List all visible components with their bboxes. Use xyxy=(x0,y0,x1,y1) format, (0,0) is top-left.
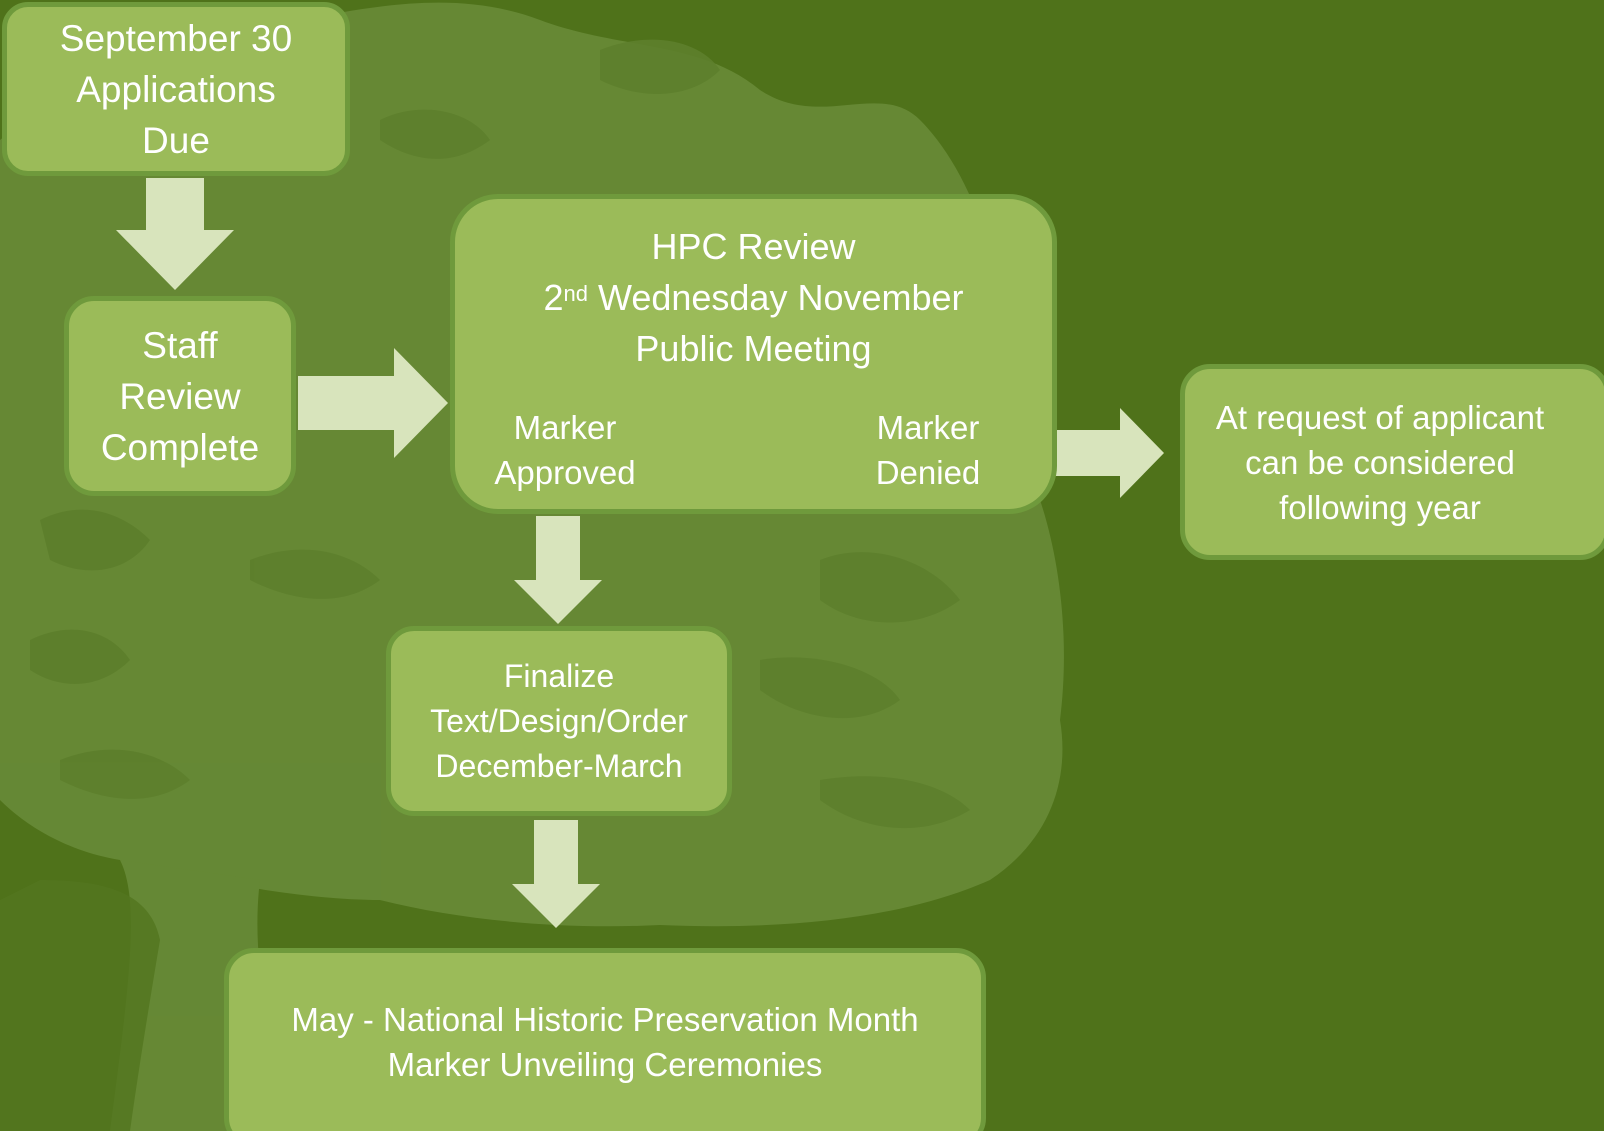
unveiling-line-1: May - National Historic Preservation Mon… xyxy=(291,1001,919,1038)
marker-approved-line-1: Marker xyxy=(513,409,617,446)
finalize-box: Finalize Text/Design/Order December-Marc… xyxy=(386,626,732,816)
hpc-review-title: HPC Review xyxy=(651,226,856,267)
staff-review-box: Staff Review Complete xyxy=(64,296,296,496)
following-year-line-1: At request of applicant xyxy=(1215,398,1545,436)
applications-due-line-3: Due xyxy=(142,119,210,161)
marker-denied-label: Marker Denied xyxy=(858,405,998,495)
unveiling-line-2: Marker Unveiling Ceremonies xyxy=(387,1046,823,1083)
arrow-right-to-hpc-review xyxy=(298,348,448,458)
applications-due-line-2: Applications xyxy=(76,68,276,110)
marker-approved-line-2: Approved xyxy=(494,454,636,491)
applications-due-line-1: September 30 xyxy=(59,17,293,59)
staff-review-line-3: Complete xyxy=(100,426,260,468)
finalize-line-2: Text/Design/Order xyxy=(430,702,688,739)
following-year-line-3: following year xyxy=(1279,488,1481,526)
marker-denied-line-1: Marker xyxy=(876,409,980,446)
hpc-review-date-suffix: nd xyxy=(563,281,588,306)
arrow-down-to-staff-review xyxy=(116,178,234,290)
applications-due-box: September 30 Applications Due xyxy=(2,2,350,176)
hpc-review-subtitle: Public Meeting xyxy=(635,328,872,369)
arrow-right-to-following-year xyxy=(1054,408,1164,498)
arrow-down-to-unveiling xyxy=(512,820,600,928)
staff-review-line-2: Review xyxy=(119,375,241,417)
finalize-line-1: Finalize xyxy=(503,657,615,694)
hpc-review-date: 2nd Wednesday November xyxy=(543,272,963,323)
hpc-review-date-ordinal: 2 xyxy=(543,277,564,318)
marker-denied-line-2: Denied xyxy=(875,454,981,491)
arrow-down-to-finalize xyxy=(514,516,602,624)
hpc-review-date-rest: Wednesday November xyxy=(587,277,964,318)
hpc-review-box: HPC Review 2nd Wednesday November Public… xyxy=(450,194,1057,514)
finalize-line-3: December-March xyxy=(435,747,683,784)
unveiling-box: May - National Historic Preservation Mon… xyxy=(224,948,986,1131)
following-year-box: At request of applicant can be considere… xyxy=(1180,364,1604,560)
marker-approved-label: Marker Approved xyxy=(475,405,655,495)
following-year-line-2: can be considered xyxy=(1245,443,1515,481)
staff-review-line-1: Staff xyxy=(142,324,218,366)
